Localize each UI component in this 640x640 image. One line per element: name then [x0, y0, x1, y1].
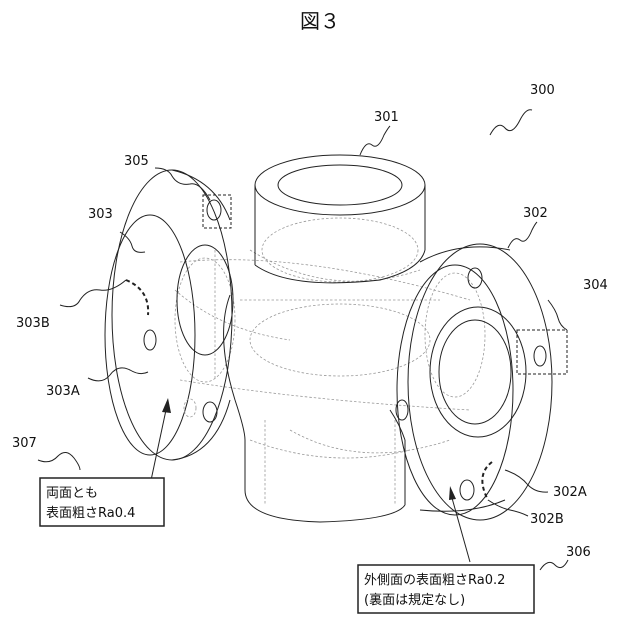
label-303b: 303B: [16, 316, 50, 331]
right-bolt-hole-right: [534, 346, 546, 366]
right-bolt-hole-top: [468, 268, 482, 288]
note-arrows: [150, 398, 470, 562]
note-306-line2: (裏面は規定なし): [364, 593, 465, 608]
bottom-pipe: [245, 440, 405, 522]
note-307-line1: 両面とも: [46, 486, 98, 501]
label-305: 305: [124, 154, 149, 169]
label-304: 304: [583, 278, 608, 293]
left-flange: [105, 170, 233, 460]
label-302a: 302A: [553, 485, 587, 500]
note-box-306: 外側面の表面粗さRa0.2 (裏面は規定なし): [358, 565, 534, 613]
label-307: 307: [12, 436, 37, 451]
note-box-307: 両面とも 表面粗さRa0.4: [40, 478, 164, 526]
figure-title: 図３: [300, 9, 340, 33]
note-307-line2: 表面粗さRa0.4: [46, 506, 135, 521]
label-303: 303: [88, 207, 113, 222]
right-bolt-hole-bottom: [460, 480, 474, 500]
label-301: 301: [374, 110, 399, 125]
label-306: 306: [566, 545, 591, 560]
central-body: [224, 250, 425, 440]
top-pipe: [255, 155, 425, 265]
detail-box-304: [517, 330, 567, 374]
note-306-line1: 外側面の表面粗さRa0.2: [364, 573, 505, 588]
left-bolt-hole-mid: [144, 330, 156, 350]
left-bolt-hole-top: [207, 200, 221, 220]
right-flange: [396, 244, 552, 520]
label-303a: 303A: [46, 384, 80, 399]
label-302: 302: [523, 206, 548, 221]
hidden-lines: [175, 218, 485, 505]
label-300: 300: [530, 83, 555, 98]
left-bolt-hole-bottom: [203, 402, 217, 422]
surface-303b-curve: [126, 280, 148, 315]
label-302b: 302B: [530, 512, 564, 527]
